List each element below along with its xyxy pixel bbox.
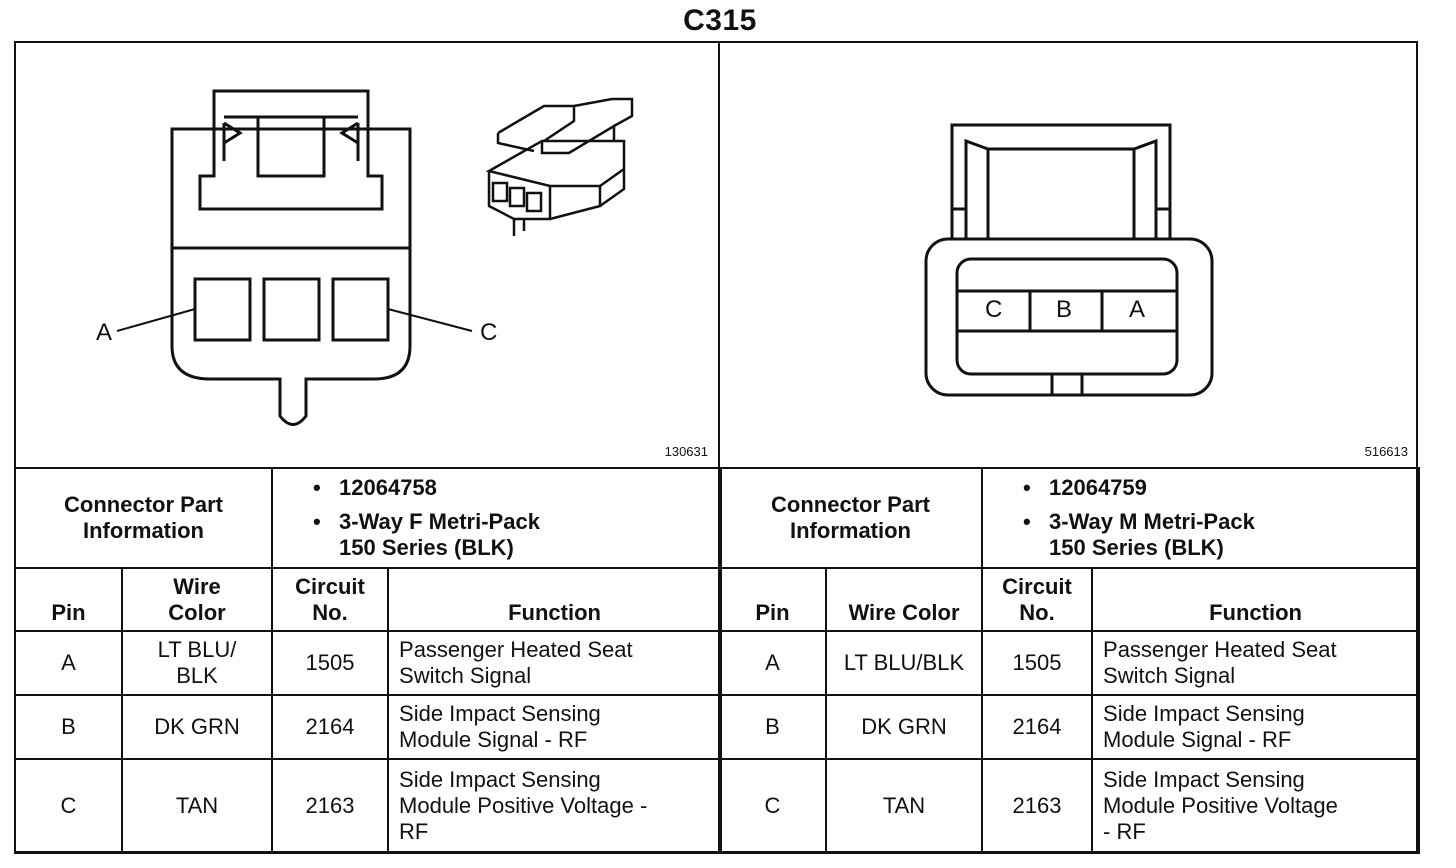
leader-line-a (116, 308, 196, 332)
cavity-a (193, 277, 252, 342)
female-connector-face-view (116, 89, 634, 426)
table-row: B DK GRN 2164 Side Impact Sensing Module… (718, 694, 1421, 760)
latch-outline (198, 89, 384, 211)
male-connector-face-view (924, 123, 1214, 397)
leader-line-c (387, 308, 473, 332)
pin-label-a: A (96, 319, 113, 346)
figure-id: 516613 (1364, 444, 1408, 459)
col-circuit-no: Circuit No. (271, 567, 390, 632)
col-function: Function (1091, 567, 1421, 632)
part-number: 12064758 (313, 475, 720, 501)
function-cell: Side Impact Sensing Module Signal - RF (1091, 694, 1421, 760)
wire-color-cell: DK GRN (824, 694, 984, 760)
cavity-c (331, 277, 390, 342)
function-cell: Side Impact Sensing Module Signal - RF (387, 694, 723, 760)
table-row: A LT BLU/BLK 1505 Passenger Heated Seat … (718, 630, 1421, 696)
part-info-header: Connector Part Information (13, 467, 274, 569)
circuit-cell: 1505 (981, 630, 1094, 696)
wire-color-cell: LT BLU/BLK (824, 630, 984, 696)
table-row: B DK GRN 2164 Side Impact Sensing Module… (14, 694, 723, 760)
pin-label-a: A (1129, 296, 1146, 323)
col-pin: Pin (718, 567, 827, 632)
part-info-header: Connector Part Information (717, 467, 984, 569)
pin-label-c: C (985, 296, 1003, 323)
circuit-cell: 1505 (271, 630, 390, 696)
part-info-row: Connector Part Information 12064758 3-Wa… (13, 467, 723, 569)
latch-frame (950, 123, 1172, 239)
col-wire-color: Wire Color (824, 567, 984, 632)
function-cell: Passenger Heated Seat Switch Signal (1091, 630, 1421, 696)
right-connector-drawing: C B A 516613 (720, 41, 1418, 469)
part-info-row: Connector Part Information 12064759 3-Wa… (717, 467, 1421, 569)
col-function: Function (387, 567, 723, 632)
key-tab (1050, 372, 1084, 397)
pin-label-c: C (480, 319, 498, 346)
figure-id: 130631 (664, 444, 708, 459)
cavity-b (262, 277, 321, 342)
pin-cell: A (718, 630, 827, 696)
circuit-cell: 2163 (271, 758, 390, 854)
vertical-divider (718, 41, 720, 853)
latch-window (256, 115, 326, 178)
col-pin: Pin (14, 567, 123, 632)
left-pinout-table: Connector Part Information 12064758 3-Wa… (13, 467, 723, 854)
wire-color-cell: TAN (120, 758, 274, 854)
table-row: A LT BLU/ BLK 1505 Passenger Heated Seat… (14, 630, 723, 696)
part-number: 12064759 (1023, 475, 1418, 501)
table-row: C TAN 2163 Side Impact Sensing Module Po… (14, 758, 723, 854)
page-title: C315 (683, 4, 757, 37)
pin-cell: A (14, 630, 123, 696)
pin-cell: B (14, 694, 123, 760)
circuit-cell: 2164 (981, 694, 1094, 760)
pin-label-b: B (1056, 296, 1073, 323)
wire-color-cell: DK GRN (120, 694, 274, 760)
connector-body-outline (170, 127, 412, 426)
column-header-row: Pin Wire Color Circuit No. Function (14, 567, 723, 632)
pin-cell: B (718, 694, 827, 760)
function-cell: Passenger Heated Seat Switch Signal (387, 630, 723, 696)
table-row: C TAN 2163 Side Impact Sensing Module Po… (718, 758, 1421, 854)
col-wire-color: Wire Color (120, 567, 274, 632)
circuit-cell: 2164 (271, 694, 390, 760)
left-connector-drawing: A C 130631 (14, 41, 718, 469)
function-cell: Side Impact Sensing Module Positive Volt… (1091, 758, 1421, 854)
wire-color-cell: TAN (824, 758, 984, 854)
column-header-row: Pin Wire Color Circuit No. Function (718, 567, 1421, 632)
pin-cell: C (14, 758, 123, 854)
pin-cell: C (718, 758, 827, 854)
function-cell: Side Impact Sensing Module Positive Volt… (387, 758, 723, 854)
col-circuit-no: Circuit No. (981, 567, 1094, 632)
circuit-cell: 2163 (981, 758, 1094, 854)
right-pinout-table: Connector Part Information 12064759 3-Wa… (717, 467, 1421, 854)
isometric-connector-sketch (485, 97, 634, 236)
wire-color-cell: LT BLU/ BLK (120, 630, 274, 696)
